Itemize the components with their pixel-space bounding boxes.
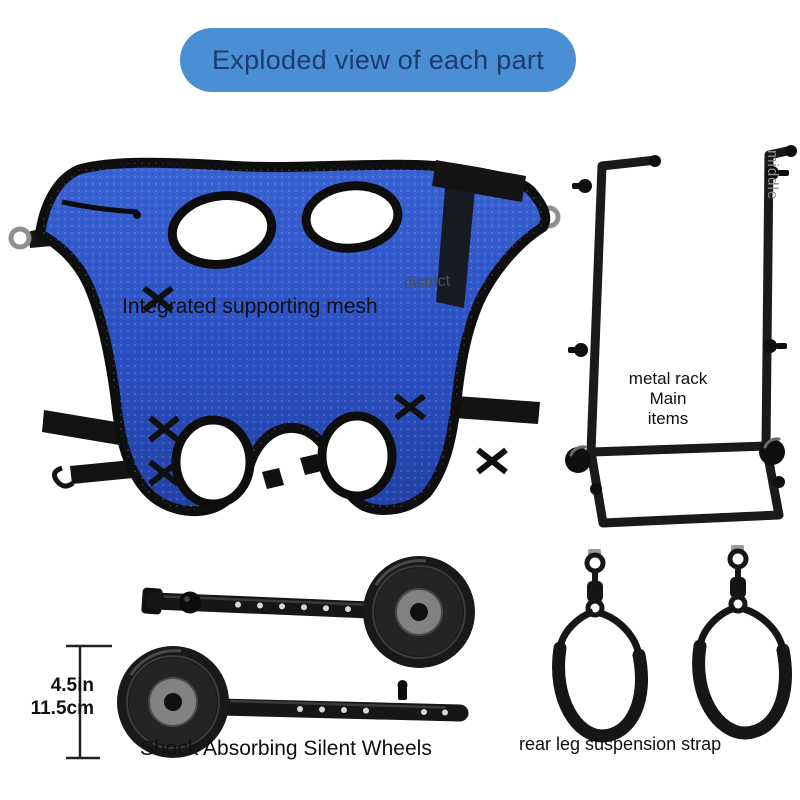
suspension-strap-right xyxy=(692,545,792,740)
clip-icon xyxy=(262,468,284,489)
rack-part-label: metal rack Main items xyxy=(597,369,739,429)
dimension-inches: 4.5in xyxy=(50,675,94,696)
clip-icon xyxy=(300,454,322,475)
rack-label-line2: Main xyxy=(649,389,687,408)
rack-label-line3: items xyxy=(647,409,689,428)
strut-holes xyxy=(297,706,448,716)
watermark-text: district xyxy=(403,272,451,293)
title-banner: Exploded view of each part xyxy=(180,28,576,92)
strap-hook-icon xyxy=(51,465,75,489)
dimension-cm: 11.5cm xyxy=(30,698,94,719)
mesh-part-label: Integrated supporting mesh xyxy=(122,295,378,318)
metal-rack-graphic xyxy=(565,145,797,528)
suspension-strap-left xyxy=(552,549,648,743)
strap-part-label: rear leg suspension strap xyxy=(519,734,722,754)
wheel-assembly-upper xyxy=(141,556,475,668)
dimension-line xyxy=(66,644,112,760)
wheel-assembly-lower xyxy=(117,646,469,758)
buckle-x-icons xyxy=(142,285,508,487)
wheel-dimension-label: 4.5in 11.5cm xyxy=(12,674,94,720)
wheels-part-label: Shock Absorbing Silent Wheels xyxy=(140,737,432,760)
rack-side-label: middle xyxy=(764,150,781,201)
rack-label-line1: metal rack xyxy=(628,369,708,388)
page-title: Exploded view of each part xyxy=(212,44,544,75)
mesh-vest-graphic xyxy=(8,157,561,517)
left-d-ring-icon xyxy=(8,226,32,250)
zipper-icon xyxy=(61,199,139,215)
